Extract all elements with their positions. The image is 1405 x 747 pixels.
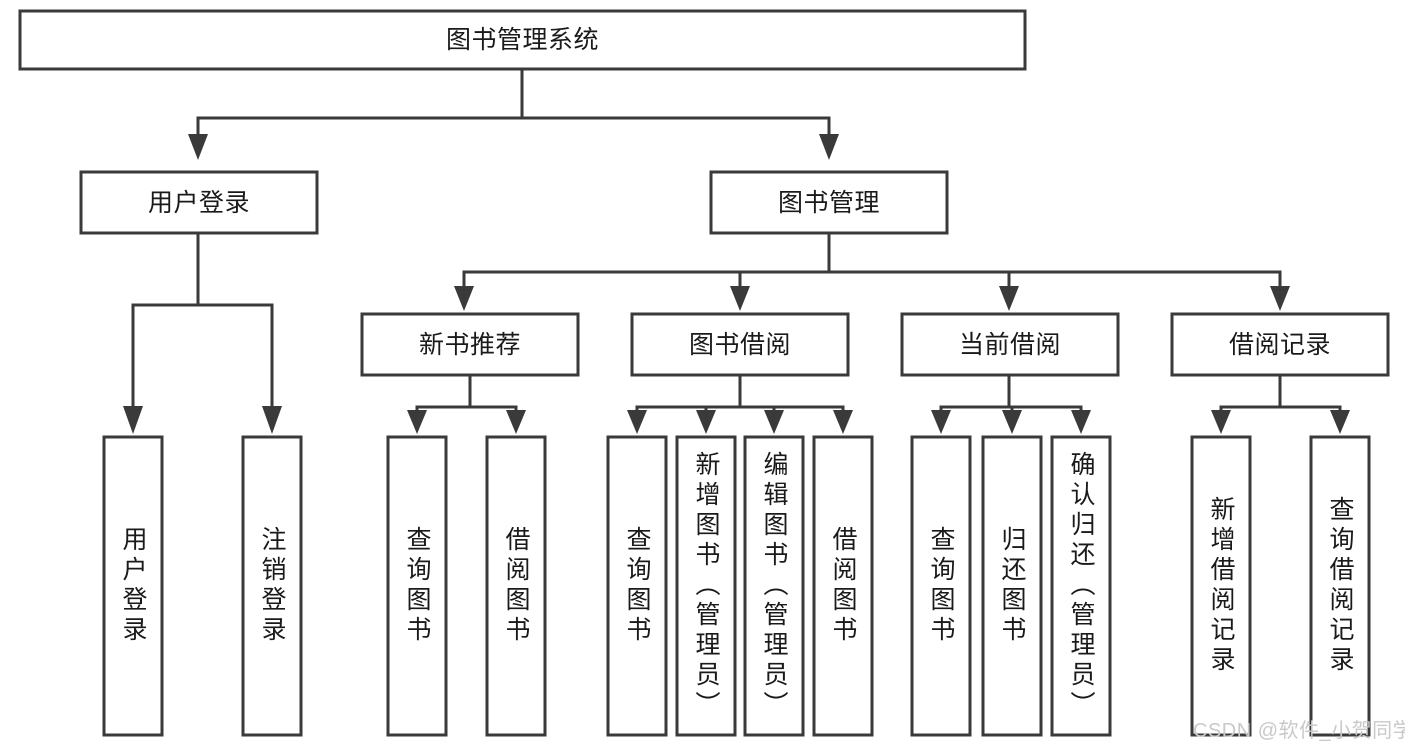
node-box-book-manage[interactable]: [709, 170, 949, 235]
node-box-leaf-confirm-return[interactable]: [1050, 435, 1112, 737]
node-box-leaf-borrow-book-2[interactable]: [812, 435, 874, 737]
node-box-leaf-query-book-1[interactable]: [386, 435, 448, 737]
connector-borrowrecord-to-leaves: [1211, 373, 1350, 434]
node-boxes: [18, 9, 1390, 737]
node-box-leaf-query-book-2[interactable]: [606, 435, 668, 737]
node-box-leaf-borrow-book-1[interactable]: [485, 435, 547, 737]
arrow-icon: [1330, 410, 1350, 434]
node-box-leaf-return-book[interactable]: [981, 435, 1043, 737]
node-box-root[interactable]: [18, 9, 1027, 71]
arrow-icon: [627, 410, 647, 434]
connector-root-to-level2: [188, 67, 839, 160]
watermark-text: CSDN @软件_小贺同学: [1193, 720, 1405, 742]
node-box-new-book-recommend[interactable]: [360, 312, 580, 377]
arrow-icon: [833, 410, 853, 434]
arrow-icon: [1071, 410, 1091, 434]
arrow-icon: [262, 406, 282, 434]
arrow-icon: [1211, 410, 1231, 434]
arrow-icon: [188, 134, 208, 160]
arrow-icon: [819, 134, 839, 160]
node-box-leaf-query-record[interactable]: [1309, 435, 1371, 737]
arrow-icon: [764, 410, 784, 434]
node-box-book-borrow[interactable]: [630, 312, 850, 377]
node-box-leaf-add-record[interactable]: [1190, 435, 1252, 737]
arrow-icon: [931, 410, 951, 434]
arrow-icon: [730, 286, 750, 311]
arrow-icon: [999, 286, 1019, 311]
node-box-user-login[interactable]: [79, 170, 319, 235]
node-box-leaf-user-login[interactable]: [102, 435, 164, 737]
node-box-leaf-query-book-3[interactable]: [910, 435, 972, 737]
node-box-leaf-logout[interactable]: [241, 435, 303, 737]
connector-currentborrow-to-leaves: [931, 373, 1091, 434]
node-box-leaf-add-book[interactable]: [675, 435, 737, 737]
node-box-current-borrow[interactable]: [900, 312, 1120, 377]
arrow-icon: [696, 410, 716, 434]
connector-bookmanage-to-level3: [454, 231, 1290, 311]
arrow-icon: [506, 410, 526, 434]
arrow-icon: [1002, 410, 1022, 434]
connector-newbook-to-leaves: [407, 373, 526, 434]
node-box-borrow-record[interactable]: [1170, 312, 1390, 377]
node-box-leaf-edit-book[interactable]: [743, 435, 805, 737]
connector-userlogin-to-leaves: [123, 231, 282, 434]
arrow-icon: [1270, 286, 1290, 311]
arrow-icon: [123, 406, 143, 434]
arrow-icon: [454, 286, 474, 311]
arrow-icon: [407, 410, 427, 434]
connector-bookborrow-to-leaves: [627, 373, 853, 434]
